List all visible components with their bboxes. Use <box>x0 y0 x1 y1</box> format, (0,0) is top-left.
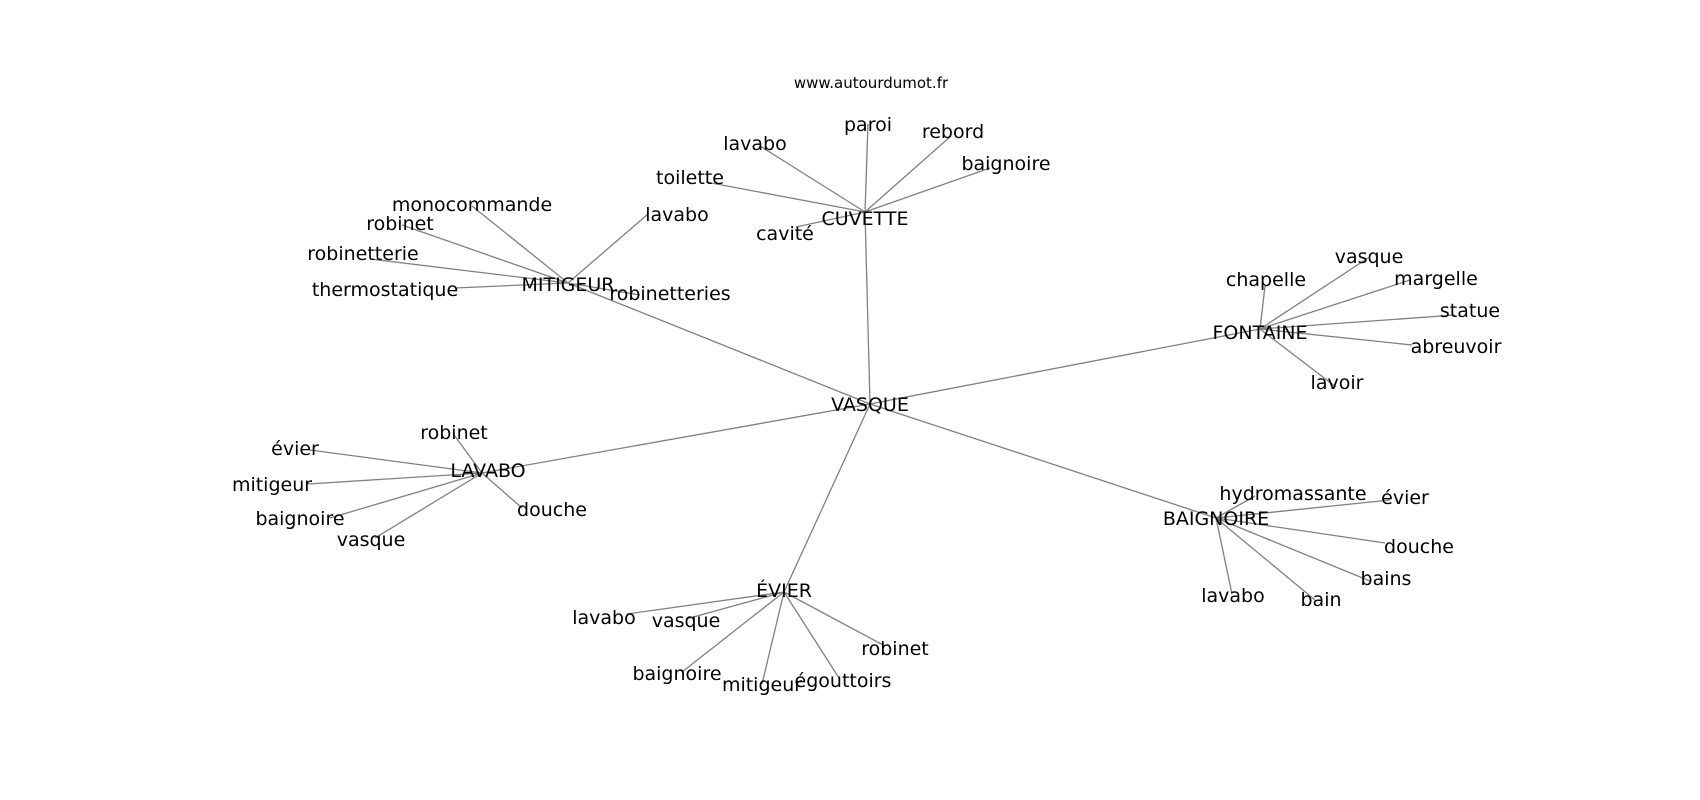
node-cuv-toilette: toilette <box>656 167 724 189</box>
edge-fontaine-fon-margelle <box>1259 279 1411 330</box>
labels-layer: VASQUE CUVETTE MITIGEUR FONTAINE LAVABO BAIGN… <box>232 114 1502 696</box>
node-evi-mitigeur: mitigeur <box>722 674 802 696</box>
edge-lavabo-lav-douche <box>481 472 523 509</box>
node-evier: ÉVIER <box>756 579 812 602</box>
node-lav-evier: évier <box>271 438 319 460</box>
edge-mitigeur-mit-robinetterie <box>369 258 569 284</box>
node-fon-margelle: margelle <box>1394 268 1478 290</box>
node-mit-robinet: robinet <box>366 213 434 235</box>
node-fon-chapelle: chapelle <box>1226 269 1306 291</box>
edge-evier-evi-egouttoirs <box>783 591 840 679</box>
node-cuv-paroi: paroi <box>844 114 892 136</box>
node-mit-lavabo: lavabo <box>645 204 709 226</box>
edge-lavabo-lav-baignoire <box>329 472 483 519</box>
node-vasque: VASQUE <box>831 394 909 416</box>
edge-cuvette-cuv-toilette <box>705 181 866 213</box>
edge-evier-evi-lavabo <box>626 591 785 615</box>
node-fontaine: FONTAINE <box>1212 322 1307 344</box>
edge-lavabo-lav-robinet <box>453 434 483 474</box>
node-evi-robinet: robinet <box>861 638 929 660</box>
node-lav-robinet: robinet <box>420 422 488 444</box>
edge-fontaine-fon-chapelle <box>1259 285 1266 330</box>
node-mit-robinetteries: robinetteries <box>609 283 730 305</box>
node-mitigeur: MITIGEUR <box>521 274 614 296</box>
node-lavabo: LAVABO <box>450 460 525 482</box>
source-watermark: www.autourdumot.fr <box>794 74 949 92</box>
edge-baignoire-bai-evier <box>1215 499 1391 519</box>
edge-cuvette-cuv-paroi <box>864 123 869 213</box>
edge-cuvette-cuv-cavite <box>795 211 866 228</box>
edge-fontaine-fon-vasque <box>1259 257 1369 330</box>
edge-vasque-cuvette <box>864 211 871 405</box>
edge-vasque-evier <box>783 403 871 593</box>
node-cuv-cavite: cavité <box>756 223 814 245</box>
edge-mitigeur-mit-robinetteries <box>567 282 641 296</box>
node-mit-robinetterie: robinetterie <box>307 243 418 265</box>
node-cuvette: CUVETTE <box>821 208 908 230</box>
edge-fontaine-fon-lavoir <box>1259 328 1337 388</box>
edge-mitigeur-mit-lavabo <box>567 213 649 284</box>
edge-lavabo-lav-mitigeur <box>307 472 483 485</box>
edge-vasque-lavabo <box>481 403 871 474</box>
node-bai-bains: bains <box>1361 568 1412 590</box>
edges-layer <box>307 123 1456 685</box>
node-cuv-rebord: rebord <box>922 121 984 143</box>
node-mit-monocommande: monocommande <box>392 194 552 216</box>
edge-baignoire-bai-bain <box>1215 517 1316 601</box>
node-cuv-lavabo: lavabo <box>723 133 787 155</box>
node-fon-lavoir: lavoir <box>1311 372 1364 394</box>
edge-mitigeur-mit-thermostatique <box>454 282 569 289</box>
node-lav-vasque: vasque <box>337 529 406 551</box>
node-bai-douche: douche <box>1384 536 1454 558</box>
edge-fontaine-fon-abreuvoir <box>1259 328 1413 346</box>
node-evi-lavabo: lavabo <box>572 607 636 629</box>
edge-baignoire-bai-hydromassante <box>1215 495 1256 519</box>
node-bai-hydromassante: hydromassante <box>1219 483 1366 505</box>
edge-lavabo-lav-evier <box>309 449 483 474</box>
edge-mitigeur-mit-monocommande <box>471 205 569 284</box>
edge-baignoire-bai-bains <box>1215 517 1371 582</box>
edge-cuvette-cuv-baignoire <box>864 167 991 213</box>
node-lav-baignoire: baignoire <box>255 508 344 530</box>
edge-vasque-fontaine <box>869 328 1261 405</box>
node-lav-douche: douche <box>517 499 587 521</box>
edge-evier-evi-mitigeur <box>761 591 785 685</box>
edge-baignoire-bai-lavabo <box>1215 517 1233 595</box>
node-cuv-baignoire: baignoire <box>961 153 1050 175</box>
edge-vasque-baignoire <box>869 403 1217 519</box>
edge-evier-evi-robinet <box>783 591 886 647</box>
node-baignoire: BAIGNOIRE <box>1163 508 1269 530</box>
node-bai-lavabo: lavabo <box>1201 585 1265 607</box>
edge-lavabo-lav-vasque <box>374 472 483 539</box>
edge-fontaine-fon-statue <box>1259 314 1456 330</box>
node-bai-evier: évier <box>1381 487 1429 509</box>
edge-mitigeur-mit-robinet <box>401 224 569 284</box>
node-fon-statue: statue <box>1440 300 1500 322</box>
node-bai-bain: bain <box>1300 589 1341 611</box>
edge-cuvette-cuv-rebord <box>864 135 952 213</box>
edge-baignoire-bai-douche <box>1215 517 1386 544</box>
node-evi-baignoire: baignoire <box>632 663 721 685</box>
node-fon-vasque: vasque <box>1335 246 1404 268</box>
node-evi-vasque: vasque <box>652 610 721 632</box>
node-lav-mitigeur: mitigeur <box>232 474 312 496</box>
edge-evier-evi-baignoire <box>681 591 785 673</box>
node-mit-thermostatique: thermostatique <box>312 279 458 301</box>
node-fon-abreuvoir: abreuvoir <box>1411 336 1502 358</box>
edge-cuvette-cuv-lavabo <box>759 145 866 213</box>
node-evi-egouttoirs: égouttoirs <box>795 670 892 692</box>
edge-vasque-mitigeur <box>567 282 871 405</box>
edge-evier-evi-vasque <box>685 591 785 620</box>
